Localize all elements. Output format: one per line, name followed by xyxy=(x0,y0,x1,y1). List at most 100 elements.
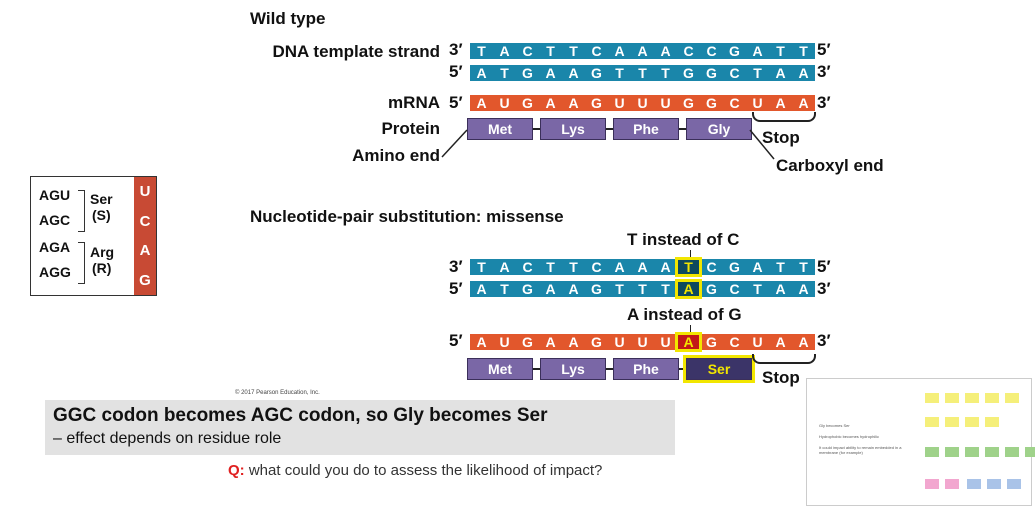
base: A xyxy=(614,259,625,275)
base: U xyxy=(499,334,510,350)
base: A xyxy=(775,281,786,297)
thumb-block xyxy=(965,447,979,457)
thumb-block xyxy=(1005,393,1019,403)
base: U xyxy=(499,95,510,111)
base: G xyxy=(591,95,602,111)
codon: AGG xyxy=(39,264,71,280)
amino-acid: Met xyxy=(467,118,533,140)
base: G xyxy=(522,65,533,81)
base: T xyxy=(569,43,578,59)
end-label: 5′ xyxy=(449,62,463,81)
dna-template-label: DNA template strand xyxy=(272,42,440,61)
base: A xyxy=(798,281,809,297)
amino-acid-ser: Ser xyxy=(90,191,113,207)
base: T xyxy=(753,281,762,297)
end-label: 3′ xyxy=(817,331,831,350)
codon: AGC xyxy=(39,212,71,228)
base: A xyxy=(568,281,579,297)
base: U xyxy=(614,334,625,350)
amino-acid: Ser xyxy=(683,355,755,383)
slide-thumbnail[interactable]: Gly becomes Ser Hydrophobic becomes hydr… xyxy=(806,378,1035,506)
base: C xyxy=(729,95,740,111)
base: A xyxy=(775,65,786,81)
base: A xyxy=(545,334,556,350)
end-pointers xyxy=(441,129,775,160)
base: T xyxy=(638,281,647,297)
base: T xyxy=(569,259,578,275)
base: G xyxy=(683,65,694,81)
base: C xyxy=(591,43,602,59)
base: G xyxy=(706,95,717,111)
base: G xyxy=(729,43,740,59)
base: A xyxy=(798,95,809,111)
base: T xyxy=(546,43,555,59)
base: T xyxy=(661,281,670,297)
thumb-block xyxy=(925,447,939,457)
thumb-block xyxy=(965,393,979,403)
mutated-base: T xyxy=(675,257,702,277)
base: G xyxy=(591,334,602,350)
peptide-bond xyxy=(533,128,540,130)
base: T xyxy=(776,43,785,59)
base: U xyxy=(637,95,648,111)
base: C xyxy=(591,259,602,275)
base: T xyxy=(638,65,647,81)
thumb-block xyxy=(965,417,979,427)
base: A xyxy=(499,43,510,59)
base: G xyxy=(683,95,694,111)
base: G xyxy=(591,281,602,297)
amino-acid: Met xyxy=(467,358,533,380)
base: A xyxy=(660,43,671,59)
base: G xyxy=(522,334,533,350)
base: A xyxy=(614,43,625,59)
end-label: 3′ xyxy=(449,40,463,59)
thumb-line: Hydrophobic becomes hydrophilic xyxy=(819,434,880,439)
base: U xyxy=(752,95,763,111)
base: A xyxy=(798,334,809,350)
base: C xyxy=(522,259,533,275)
carboxyl-end-label: Carboxyl end xyxy=(776,156,884,175)
base: C xyxy=(729,281,740,297)
end-label: 3′ xyxy=(817,62,831,81)
base: U xyxy=(614,95,625,111)
base: A xyxy=(775,95,786,111)
base: T xyxy=(546,259,555,275)
base: U xyxy=(752,334,763,350)
base: A xyxy=(568,65,579,81)
base: T xyxy=(500,65,509,81)
peptide-bond xyxy=(606,128,613,130)
amino-acid: Phe xyxy=(613,358,679,380)
amino-acid-arg-abbr: (R) xyxy=(92,260,112,276)
base: C xyxy=(683,43,694,59)
amino-acid-ser-abbr: (S) xyxy=(92,207,111,223)
thumb-block xyxy=(985,393,999,403)
mutated-base: A xyxy=(675,279,702,299)
base: A xyxy=(476,65,487,81)
thumb-block xyxy=(925,417,939,427)
base: A xyxy=(476,281,487,297)
base: A xyxy=(637,259,648,275)
base: T xyxy=(477,259,486,275)
base: T xyxy=(799,43,808,59)
base: C xyxy=(139,212,151,230)
thumb-block xyxy=(945,417,959,427)
bracket xyxy=(78,242,85,284)
mrna-label: mRNA xyxy=(388,93,440,112)
amino-acid: Lys xyxy=(540,358,606,380)
summary-headline: GGC codon becomes AGC codon, so Gly beco… xyxy=(53,405,548,426)
amino-acid-arg: Arg xyxy=(90,244,115,260)
base: C xyxy=(706,259,717,275)
end-label: 3′ xyxy=(449,257,463,276)
base: T xyxy=(661,65,670,81)
base: T xyxy=(776,259,785,275)
thumb-block xyxy=(985,417,999,427)
base: G xyxy=(706,65,717,81)
base: U xyxy=(660,334,671,350)
codon-table: AGU AGC AGA AGG Ser (S) Arg (R) U C A G xyxy=(30,176,157,296)
base: C xyxy=(729,65,740,81)
